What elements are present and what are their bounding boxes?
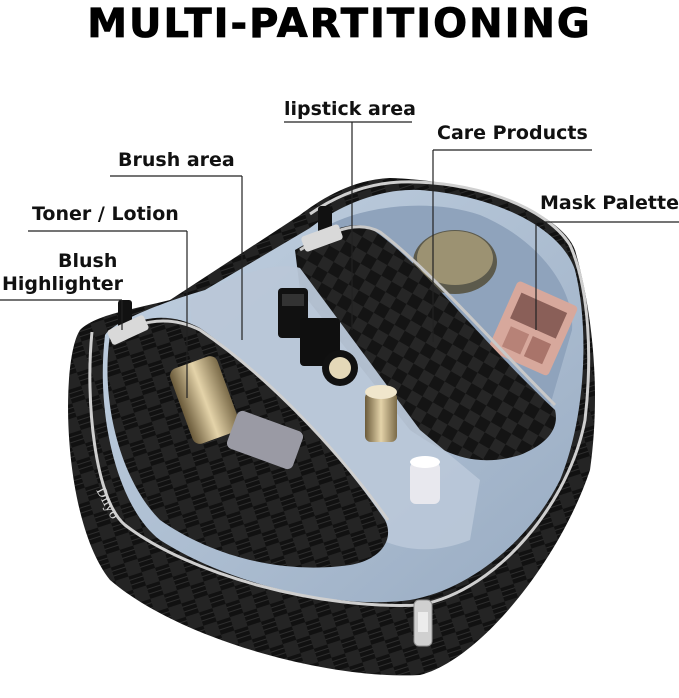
label-mask-palette: Mask Palette — [540, 192, 679, 214]
page-title: MULTI-PARTITIONING — [87, 1, 592, 48]
label-toner-lotion: Toner / Lotion — [32, 203, 179, 225]
label-care-products: Care Products — [437, 122, 588, 144]
label-lipstick-area: lipstick area — [284, 98, 416, 120]
leader-lines — [0, 121, 679, 398]
label-brush-area: Brush area — [118, 149, 235, 171]
label-blush: Blush — [58, 250, 118, 272]
label-highlighter: Highlighter — [2, 273, 124, 295]
